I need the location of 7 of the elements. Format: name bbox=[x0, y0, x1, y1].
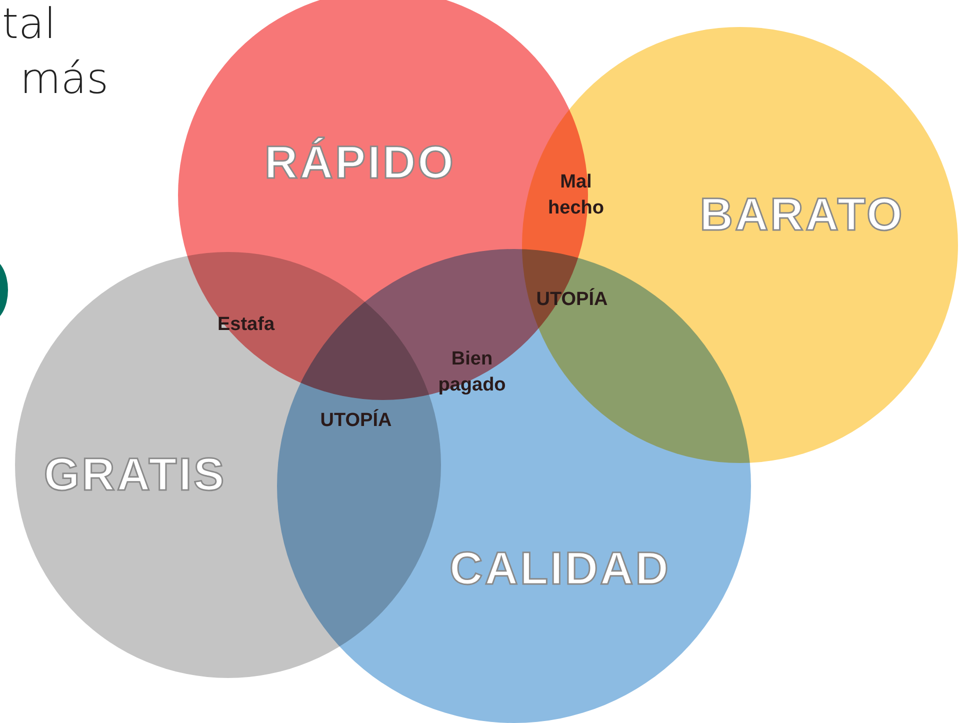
circle-title: GRATIS bbox=[44, 447, 226, 501]
circle-title: RÁPIDO bbox=[264, 135, 456, 189]
circle-title: CALIDAD bbox=[450, 541, 670, 595]
region-label: UTOPÍA bbox=[320, 408, 392, 434]
heading-text: más bbox=[20, 55, 109, 104]
circle-title: BARATO bbox=[700, 187, 904, 241]
heading-text: tal bbox=[2, 0, 56, 48]
